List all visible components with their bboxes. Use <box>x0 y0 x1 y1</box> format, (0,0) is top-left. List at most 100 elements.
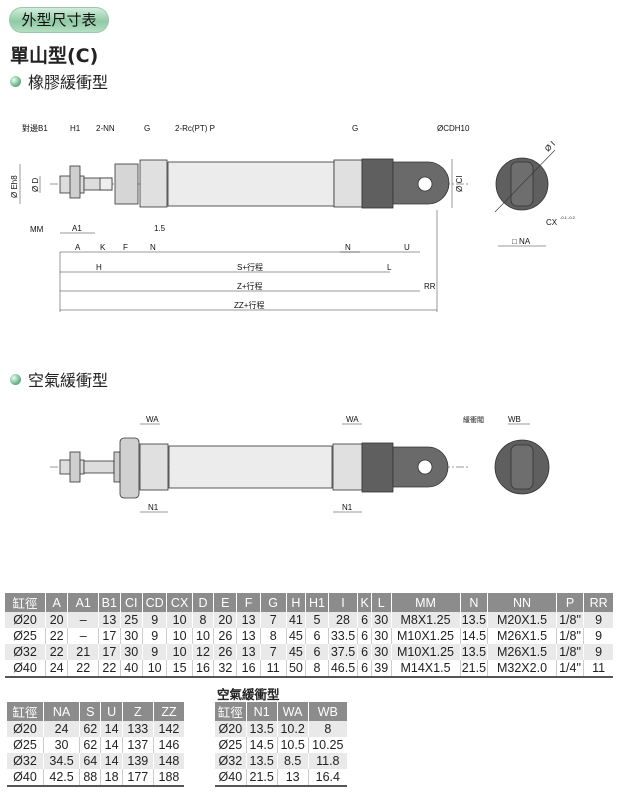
table-cell: 62 <box>79 721 101 737</box>
label-n: N <box>150 243 156 252</box>
table-cell: Ø32 <box>7 753 44 769</box>
table-cell: 6 <box>305 628 329 644</box>
table-cell: 9 <box>583 628 613 644</box>
label-nn: 2-NN <box>96 124 115 133</box>
column-header: 缸徑 <box>215 702 247 721</box>
bullet-icon <box>10 75 21 87</box>
table-cell: Ø25 <box>7 737 44 753</box>
table-cell: 24 <box>42 721 80 737</box>
table-cell: 21 <box>67 644 99 660</box>
table-cell: 22 <box>45 628 68 644</box>
table-cell: Ø32 <box>215 753 247 769</box>
table-cell: 10.2 <box>276 721 309 737</box>
table-cell: 13 <box>236 628 261 644</box>
table-cell: 45 <box>285 628 306 644</box>
table-cell: 17 <box>98 628 121 644</box>
table-cell: 20 <box>45 612 68 628</box>
table-cell: 15 <box>166 660 193 677</box>
table-cell: 139 <box>121 753 154 769</box>
table-cell: 22 <box>67 660 99 677</box>
drawing-rubber-cushion: 對邊B1 H1 2-NN G 2-Rc(PT) P G ØCDH10 Ø I Ø… <box>10 123 576 312</box>
bullet-icon <box>10 373 21 385</box>
table-cell: 7 <box>259 644 287 660</box>
drawing-air-cushion: WA WA 緩衝閥 WB N1 N1 <box>50 415 550 513</box>
table-cell: 46.5 <box>327 660 358 677</box>
table-cell: Ø40 <box>7 769 44 786</box>
label-n1: N1 <box>342 503 353 512</box>
label-h1: H1 <box>70 124 81 133</box>
label-z: Z+行程 <box>237 281 263 291</box>
table-cell: 13.5 <box>245 753 278 769</box>
table-cell: 8 <box>305 660 329 677</box>
label-cushion-valve: 緩衝閥 <box>463 415 484 424</box>
table-cell: 10 <box>141 660 167 677</box>
label-a1: A1 <box>72 224 82 233</box>
table-cell: 22 <box>98 660 121 677</box>
column-header: S <box>79 702 101 721</box>
column-header: D <box>191 593 214 612</box>
table-cell: 10.5 <box>276 737 309 753</box>
column-header: H <box>285 593 306 612</box>
table-cell: 14.5 <box>459 628 488 644</box>
table-cell: 7 <box>259 612 287 628</box>
column-header: MM <box>390 593 460 612</box>
table-cell: 30 <box>370 628 391 644</box>
section-pill: 外型尺寸表 <box>9 7 109 33</box>
column-header: B1 <box>98 593 121 612</box>
table-cell: 13 <box>236 644 261 660</box>
table-cell: 13.5 <box>459 612 488 628</box>
table-cell: 1/4" <box>555 660 584 677</box>
table-cell: Ø20 <box>215 721 247 737</box>
table-cell: 10 <box>166 628 193 644</box>
label-zz: ZZ+行程 <box>234 300 264 310</box>
column-header: N1 <box>245 702 278 721</box>
table-cell: 88 <box>79 769 101 786</box>
table-cell: 16 <box>191 660 214 677</box>
table-cell: 13.5 <box>245 721 278 737</box>
table-cell: 1/8" <box>555 612 584 628</box>
label-n: N <box>345 243 351 252</box>
table-cell: 9 <box>583 644 613 660</box>
label-na: □ NA <box>512 237 531 246</box>
table-cell: 6 <box>357 660 372 677</box>
label-rc: 2-Rc(PT) P <box>175 124 215 133</box>
column-header: G <box>259 593 287 612</box>
table-cell: 142 <box>152 721 184 737</box>
table-cell: 8 <box>307 721 347 737</box>
table-cell: 34.5 <box>42 753 80 769</box>
table-cell: M20X1.5 <box>487 612 557 628</box>
column-header: NN <box>487 593 557 612</box>
table-cell: 50 <box>285 660 306 677</box>
column-header: A <box>45 593 68 612</box>
table-cell: 1/8" <box>555 644 584 660</box>
table-cell: 21.5 <box>459 660 488 677</box>
label-rr: RR <box>424 282 436 291</box>
label-eh8: Ø Eh8 <box>10 175 19 198</box>
table-cell: 133 <box>121 721 154 737</box>
label-d: Ø D <box>31 178 40 192</box>
table-cell: 14 <box>100 753 123 769</box>
label-s: S+行程 <box>237 262 263 272</box>
label-mm: MM <box>30 225 44 234</box>
table-cell: – <box>67 612 99 628</box>
table-cell: 8 <box>191 612 214 628</box>
table-cell: 26 <box>213 628 237 644</box>
column-header: E <box>213 593 237 612</box>
label-cx: CX <box>546 218 558 227</box>
table-cell: 6 <box>305 644 329 660</box>
table-cell: 14 <box>100 721 123 737</box>
table-cell: 30 <box>370 612 391 628</box>
label-n1: N1 <box>148 503 159 512</box>
label-g: G <box>144 124 150 133</box>
table-cell: 177 <box>121 769 154 786</box>
table-cell: 5 <box>305 612 329 628</box>
table-cell: 25 <box>119 612 143 628</box>
table-cell: 33.5 <box>327 628 358 644</box>
